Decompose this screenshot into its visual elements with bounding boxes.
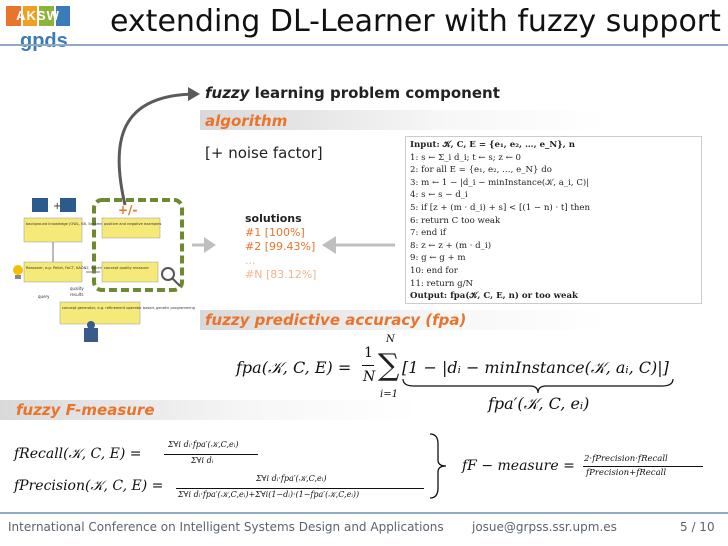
algorithm-line: 11: return g/N: [410, 278, 474, 289]
fpa-sum-lower: i=1: [380, 389, 398, 400]
plus-minus-sign: +/-: [118, 203, 137, 217]
solution-item: #2 [99.43%]: [245, 240, 316, 253]
footer-email[interactable]: josue@grpss.ssr.upm.es: [472, 520, 617, 534]
algorithm-line: 9: g ← g + m: [410, 253, 466, 264]
aksw-logo-text: AKSW: [16, 8, 60, 23]
algorithm-line: 8: z ← z + (m · d_i): [410, 240, 492, 251]
solution-item: ...: [245, 254, 256, 267]
footer-divider: [0, 512, 728, 514]
gpds-logo: gpds: [20, 30, 68, 52]
page-number: 5 / 10: [680, 520, 715, 534]
knowledge-icons: +: [32, 198, 76, 212]
component-fuzzy-word: fuzzy: [205, 84, 250, 102]
solution-item: #1 [100%]: [245, 226, 305, 239]
algorithm-line: 1: s ← Σ_i d_i; t ← s; z ← 0: [410, 152, 522, 163]
fmeasure-lhs: fF − measure =: [462, 458, 575, 474]
svg-text:+: +: [53, 201, 61, 212]
algorithm-heading-band: [200, 110, 610, 130]
algorithm-line: 7: end if: [410, 228, 446, 239]
recall-denominator: Σ∀i dᵢ: [191, 456, 214, 465]
algorithm-line: 3: m ← 1 − |d_i − minInstance(𝒦, a_i, C)…: [410, 177, 590, 188]
algorithm-box: Input: 𝒦, C, E = {e₁, e₂, …, e_N}, n 1: …: [405, 136, 702, 304]
recall-frac-line: [164, 454, 258, 455]
solutions-title: solutions: [245, 212, 302, 225]
recall-lhs: fRecall(𝒦, C, E) =: [14, 446, 142, 462]
dl-learner-diagram: + background knowledge (OWL, KB, Sesame,…: [13, 198, 195, 342]
title-divider: [0, 44, 728, 46]
right-brace-icon: [429, 433, 447, 499]
fpa-body: [1 − |dᵢ − minInstance(𝒦, aᵢ, C)|]: [402, 358, 669, 377]
fmeasure-denominator: fPrecision+fRecall: [586, 468, 667, 478]
label-results: results: [70, 292, 83, 297]
solution-item: #N [83.12%]: [245, 268, 317, 281]
slide-title: extending DL-Learner with fuzzy support: [110, 4, 721, 39]
fpa-frac-numerator: 1: [364, 345, 373, 361]
component-rest: learning problem component: [249, 84, 500, 102]
fmeasure-heading: fuzzy F-measure: [16, 401, 155, 419]
algorithm-line: 6: return C too weak: [410, 215, 501, 226]
component-label: fuzzy learning problem component: [205, 84, 500, 102]
magnifier-icon: [161, 267, 175, 281]
fmeasure-numerator: 2·fPrecision·fRecall: [584, 454, 668, 464]
fpa-sum-upper: N: [386, 334, 395, 345]
box-examples-text: positive and negative examples: [104, 222, 161, 226]
fpa-frac-denominator: N: [363, 369, 376, 385]
box-background-text: background knowledge (OWL, KB, Sesame, D…: [26, 222, 142, 226]
aksw-logo: AKSW: [6, 6, 70, 26]
algorithm-heading: algorithm: [205, 112, 288, 130]
precision-lhs: fPrecision(𝒦, C, E) =: [14, 478, 164, 494]
box-reasoner-text: Reasoner, e.g. Pellet, FaCT, KAON2, Race…: [26, 266, 107, 270]
noise-factor-label: [+ noise factor]: [205, 144, 323, 162]
precision-numerator: Σ∀i dᵢ·fpa′(𝒦,C,eᵢ): [256, 474, 327, 483]
algorithm-line: Output: fpa(𝒦, C, E, n) or too weak: [410, 291, 578, 302]
footer-conference: International Conference on Intelligent …: [8, 520, 444, 534]
fmeasure-frac-line: [583, 466, 703, 467]
solutions-list: solutions #1 [100%] #2 [99.43%] ... #N […: [245, 212, 316, 282]
algorithm-line: 10: end for: [410, 265, 458, 276]
fpa-lhs: fpa(𝒦, C, E) =: [236, 358, 352, 377]
robot-icon: [84, 321, 98, 342]
fpa-heading: fuzzy predictive accuracy (fpa): [205, 311, 467, 329]
precision-denominator: Σ∀i dᵢ·fpa′(𝒦,C,eᵢ)+Σ∀i(1−dᵢ)·(1−fpa′(𝒦,…: [178, 490, 360, 499]
algorithm-line: 4: s ← s − d_i: [410, 190, 468, 201]
label-quality: quality: [70, 286, 84, 291]
fpa-underbrace-label: fpa′(𝒦, C, eᵢ): [488, 394, 590, 413]
box-algorithms-text: concept generator, e.g. refinement opera…: [62, 306, 195, 310]
fpa-heading-band: [200, 310, 610, 330]
box-measure-text: concept quality measure: [104, 266, 149, 270]
algorithm-line: 5: if [z + (m · d_i) + s] < [(1 − n) · t…: [410, 202, 591, 213]
sum-symbol-icon: ∑: [378, 348, 400, 383]
lightbulb-icon: [13, 265, 23, 279]
fpa-frac-line: [362, 365, 374, 366]
algorithm-line: 2: for all E = {e₁, e₂, …, e_N} do: [410, 165, 552, 176]
label-query: query: [38, 294, 50, 299]
recall-numerator: Σ∀i dᵢ·fpa′(𝒦,C,eᵢ): [168, 440, 239, 449]
precision-frac-line: [176, 488, 424, 489]
algorithm-line: Input: 𝒦, C, E = {e₁, e₂, …, e_N}, n: [410, 140, 575, 150]
underbrace-icon: [402, 378, 674, 394]
fmeasure-heading-band: [0, 400, 420, 420]
fuzzy-component-dashed-box: [92, 198, 184, 292]
